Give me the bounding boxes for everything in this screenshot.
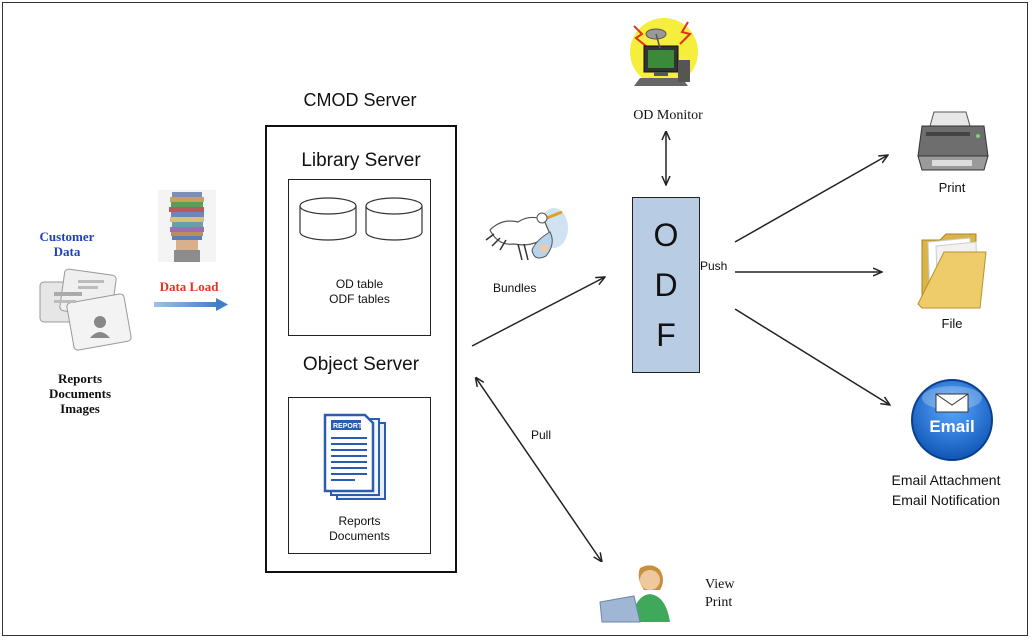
- print-output-label: Print: [938, 180, 966, 195]
- data-load-label: Data Load: [159, 279, 219, 294]
- reports-label: Reports: [338, 514, 381, 528]
- push-label: Push: [700, 259, 728, 273]
- report-badge-text: REPORT: [333, 423, 363, 430]
- odf-tables-label: ODF tables: [329, 292, 390, 306]
- library-server-title: Library Server: [301, 150, 421, 171]
- database-icon: [365, 197, 423, 241]
- label-documents: Documents: [48, 386, 112, 401]
- push-email-arrow: [734, 308, 890, 405]
- view-print-label: View Print: [705, 576, 734, 612]
- label-images: Images: [60, 401, 100, 416]
- bundles-arrow: [471, 277, 605, 347]
- pull-label: Pull: [531, 428, 552, 442]
- object-content-label: Reports Documents: [288, 514, 431, 544]
- email-notification-label: Email Notification: [891, 492, 1001, 508]
- email-output-label: Email Attachment Email Notification: [868, 470, 1024, 510]
- cmod-server-box: [265, 125, 457, 573]
- customer-label-line1: Customer: [39, 229, 95, 244]
- odf-letter-o: O: [653, 217, 679, 253]
- database-icon: [299, 197, 357, 241]
- pull-arrow: [476, 378, 602, 562]
- odf-letter-f: F: [656, 317, 676, 353]
- bundles-label: Bundles: [493, 281, 537, 295]
- odf-box: [632, 197, 700, 373]
- od-monitor-label: OD Monitor: [633, 108, 703, 123]
- odf-letter-d: D: [654, 267, 678, 303]
- reports-documents-images-label: Reports Documents Images: [36, 371, 124, 416]
- file-output-label: File: [941, 316, 963, 331]
- object-server-title: Object Server: [302, 354, 420, 375]
- label-reports: Reports: [57, 371, 103, 386]
- print-label: Print: [705, 595, 733, 610]
- data-load-arrow: [154, 298, 228, 311]
- odf-letters: O D F: [632, 210, 700, 360]
- documents-label: Documents: [329, 529, 390, 543]
- email-badge-text: Email: [929, 417, 974, 436]
- customer-label-line2: Data: [53, 244, 81, 259]
- object-server-box: [288, 397, 431, 554]
- cmod-server-title: CMOD Server: [303, 90, 417, 110]
- library-server-box: [288, 179, 431, 336]
- view-label: View: [705, 577, 735, 592]
- library-tables-label: OD table ODF tables: [288, 277, 431, 307]
- od-table-label: OD table: [335, 277, 384, 291]
- email-attachment-label: Email Attachment: [891, 472, 1001, 488]
- push-print-arrow: [734, 155, 888, 243]
- customer-data-label: Customer Data: [32, 229, 102, 259]
